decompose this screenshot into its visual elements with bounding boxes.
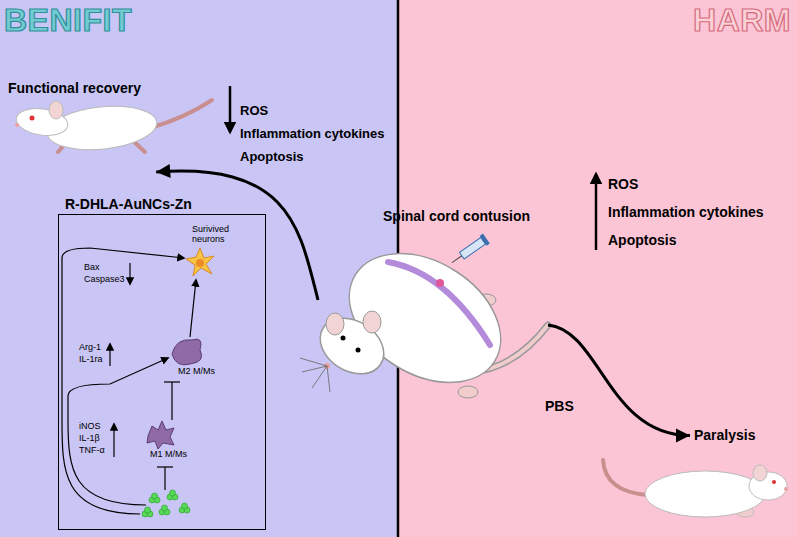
paralysed-rat — [772, 480, 776, 484]
node-text: R-DHLA-AuNCs-Zn — [65, 196, 192, 212]
mechanism-arrows — [164, 381, 180, 382]
contused-rat — [326, 227, 524, 409]
panel-frame — [58, 214, 266, 530]
paralysed-rat — [603, 460, 648, 495]
recovered-rat — [30, 116, 35, 121]
mechanism-arrows — [62, 248, 196, 514]
injury-model: Spinal cord contusion — [318, 206, 548, 416]
neuron-cell — [186, 248, 214, 276]
m2-macrophage — [172, 339, 202, 365]
recovered-rat — [14, 100, 212, 155]
effect-label: Apoptosis — [608, 232, 676, 248]
decrease-arrow — [229, 86, 232, 132]
cell-label: M2 M/Ms — [178, 366, 215, 376]
effect-label: ROS — [240, 104, 268, 119]
edge-label: PBS — [545, 398, 574, 414]
arrow-head — [676, 429, 690, 443]
increase-arrow — [595, 174, 598, 250]
contused-rat — [356, 348, 361, 353]
nanocluster-dots — [162, 505, 168, 511]
nanocluster-dots — [170, 490, 176, 496]
marker-label: Caspase3 — [84, 274, 125, 284]
nanocluster-dots — [142, 490, 190, 517]
effect-label: Apoptosis — [240, 150, 304, 165]
effect-label: Inflammation cytokines — [240, 127, 384, 142]
node-text: Paralysis — [694, 427, 756, 443]
marker-label: Bax — [84, 262, 100, 272]
mechanism-panel: R-DHLA-AuNCs-Zn — [58, 196, 266, 530]
marker-label: IL-1β — [79, 433, 100, 443]
contused-rat — [388, 262, 490, 345]
contused-rat — [327, 366, 330, 392]
contused-rat — [458, 386, 478, 398]
contused-rat — [341, 336, 346, 341]
m1-macrophage — [147, 421, 174, 449]
contused-rat — [326, 313, 344, 335]
flow-arrow — [156, 164, 318, 300]
nanocluster-dots — [145, 507, 151, 513]
mechanism-arrows — [157, 466, 173, 467]
cell-label: Surivived neurons — [192, 224, 238, 245]
marker-label: TNF-α — [79, 445, 105, 455]
mechanism-arrows — [109, 344, 110, 366]
effect-label: ROS — [608, 176, 638, 192]
panel-title: HARM — [693, 2, 791, 39]
m2-macrophage — [172, 339, 202, 365]
flow-line — [156, 171, 318, 300]
panel-title: BENIFIT — [4, 2, 132, 39]
nanocluster-dots — [152, 493, 158, 499]
contused-rat — [452, 256, 462, 263]
neuron-cell — [186, 248, 214, 276]
contused-rat — [480, 234, 490, 246]
contused-rat — [363, 311, 381, 333]
marker-label: Arg-1 — [79, 342, 101, 352]
recovered-rat — [150, 100, 212, 128]
contused-rat — [449, 234, 490, 268]
mechanism-arrows — [129, 263, 130, 284]
mechanism-arrows — [62, 248, 184, 514]
paralysed-rat — [784, 487, 788, 491]
marker-label: IL-1ra — [79, 354, 103, 364]
contused-rat — [300, 227, 548, 409]
recovered-rat — [49, 101, 63, 119]
contused-rat — [310, 307, 394, 385]
contused-rat — [460, 238, 486, 259]
node-text: Spinal cord contusion — [383, 208, 530, 224]
cell-label: M1 M/Ms — [150, 449, 187, 459]
mechanism-arrows — [164, 467, 165, 490]
flow-arrow — [548, 325, 690, 443]
arrow-head — [156, 164, 170, 178]
marker-label: iNOS — [79, 421, 101, 431]
contused-rat — [436, 279, 444, 287]
nanocluster-dots — [182, 503, 188, 509]
effect-label: Inflammation cytokines — [608, 204, 764, 220]
m1-macrophage — [147, 421, 174, 449]
paralysed-rat — [603, 460, 788, 517]
mechanism-arrows — [171, 382, 172, 420]
paralysed-rat — [645, 471, 765, 517]
recovered-rat — [15, 123, 19, 127]
neuron-cell — [196, 259, 204, 267]
mechanism-arrows — [68, 358, 168, 505]
contused-rat — [300, 358, 327, 366]
paralysed-rat — [753, 465, 767, 481]
outcome-group: Paralysis — [692, 426, 760, 445]
mechanism-arrows — [113, 424, 114, 457]
flow-line — [548, 325, 690, 436]
mechanism-arrows — [190, 280, 196, 337]
harm-ground — [398, 0, 797, 537]
node-text: Functional recovery — [8, 80, 141, 96]
contused-rat — [312, 366, 327, 388]
outcome-group: Functional recovery — [5, 78, 215, 170]
